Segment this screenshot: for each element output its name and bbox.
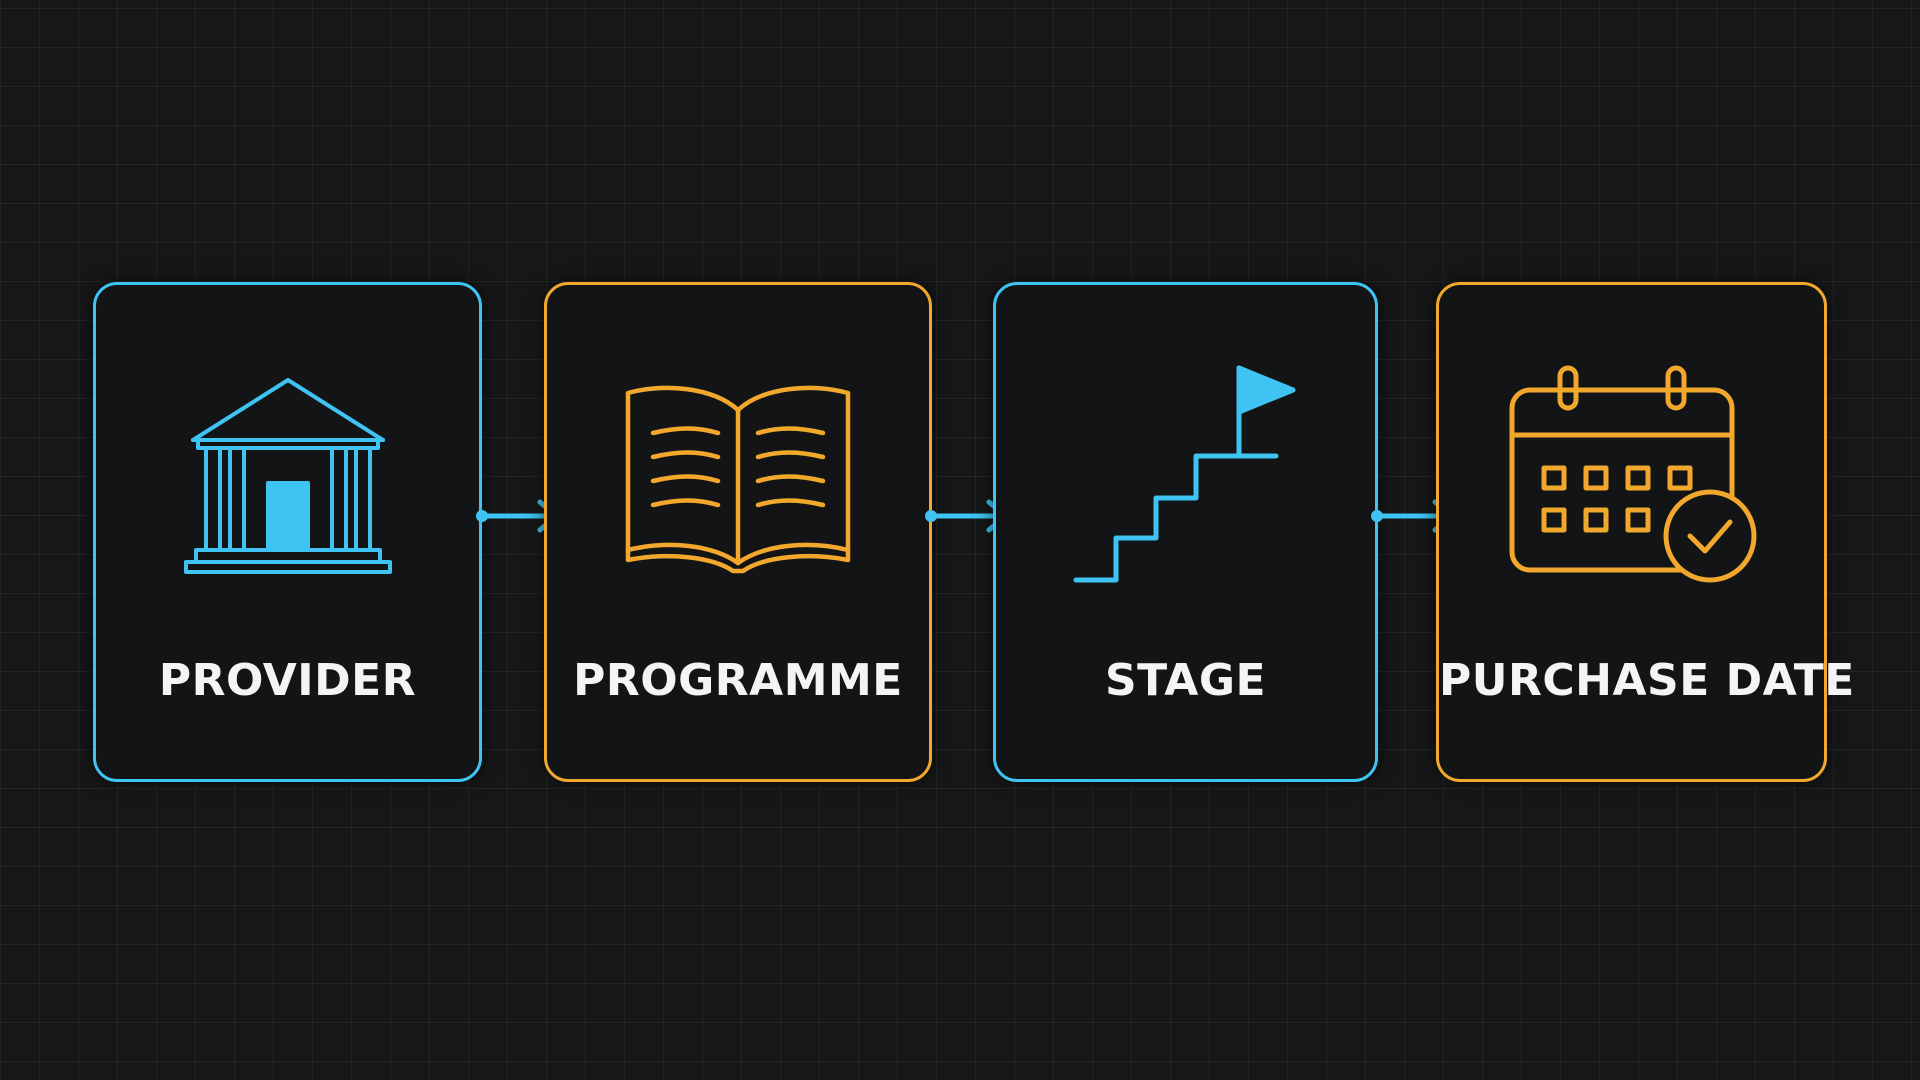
calendar-check-icon bbox=[1439, 345, 1824, 605]
step-label: PURCHASE DATE bbox=[1439, 655, 1855, 706]
open-book-icon bbox=[547, 345, 929, 605]
step-card-stage: STAGE bbox=[993, 282, 1378, 782]
step-label: PROGRAMME bbox=[573, 655, 903, 706]
step-label: PROVIDER bbox=[158, 655, 417, 706]
bank-building-icon bbox=[96, 345, 479, 605]
stairs-flag-icon bbox=[996, 345, 1375, 605]
step-card-purchase-date: PURCHASE DATE bbox=[1436, 282, 1855, 782]
step-card-provider: PROVIDER bbox=[93, 282, 482, 782]
step-label: STAGE bbox=[1104, 655, 1266, 706]
step-card-programme: PROGRAMME bbox=[544, 282, 932, 782]
